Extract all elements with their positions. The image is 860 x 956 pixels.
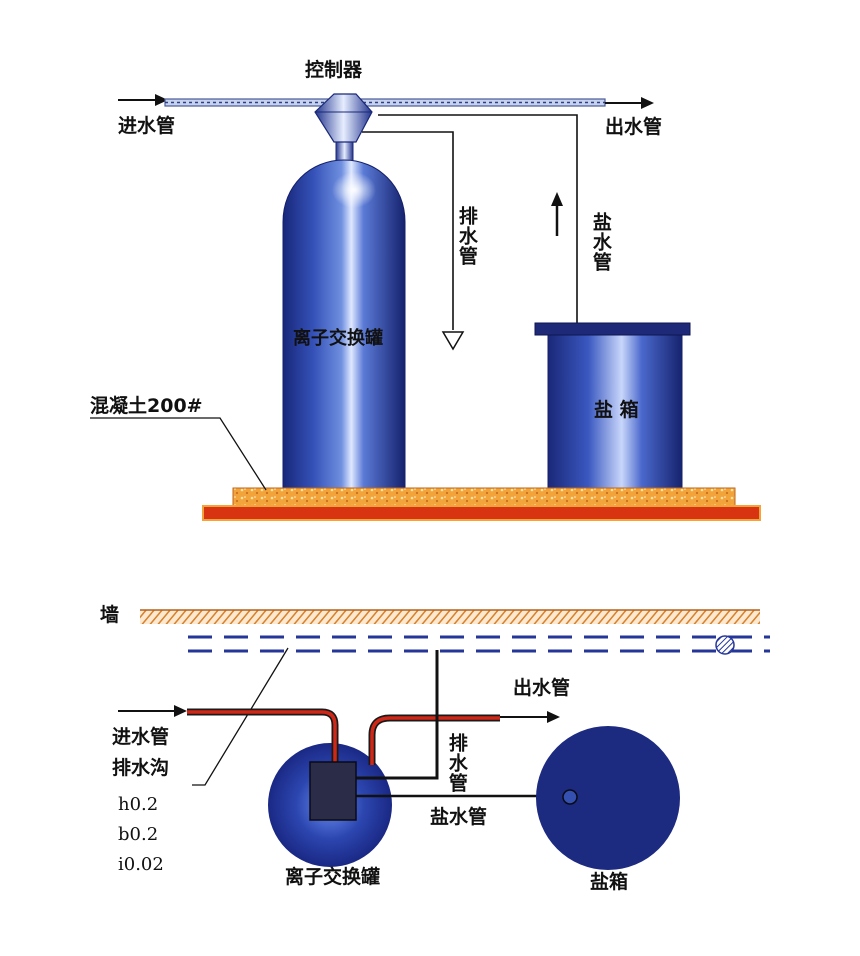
salt-box-label-elevation: 盐 箱 (594, 399, 639, 421)
concrete-foundation (202, 487, 761, 521)
outlet-pipe-plan (368, 714, 500, 765)
drain-label-elevation: 排水管 (455, 206, 478, 266)
ditch-spec-width: b0.2 (118, 824, 159, 845)
salt-box-plan (536, 726, 680, 870)
salt-box-flange (534, 322, 691, 336)
controller-valve (314, 93, 373, 143)
brine-pipe-elevation (378, 114, 578, 323)
outlet-label-plan: 出水管 (513, 677, 571, 699)
ion-exchange-tank-elevation (282, 139, 406, 491)
ditch-label: 排水沟 (112, 757, 170, 779)
outlet-label-elevation: 出水管 (605, 116, 663, 138)
controller-head-plan (309, 761, 357, 821)
foundation-base (202, 505, 761, 521)
drain-pipe-plan (356, 650, 439, 780)
drain-label-plan: 排水管 (445, 733, 468, 793)
wall-label: 墙 (100, 604, 120, 626)
controller-label: 控制器 (305, 59, 363, 81)
salt-box-label-plan: 盐箱 (590, 871, 629, 893)
wall (140, 610, 760, 624)
drainage-ditch (188, 635, 770, 655)
main-water-pipe (164, 98, 606, 107)
ditch-spec-height: h0.2 (118, 794, 159, 815)
drain-outlet-triangle-icon (441, 331, 465, 351)
brine-valve-icon (562, 789, 578, 805)
tank-label-elevation: 离子交换罐 (293, 328, 383, 349)
ditch-spec-slope: i0.02 (118, 854, 164, 875)
inlet-arrow-plan (118, 705, 187, 717)
ditch-leader-line (192, 647, 289, 786)
inlet-label-elevation: 进水管 (118, 115, 176, 137)
foundation-leader-line (90, 417, 267, 491)
foundation-label: 混凝土200# (90, 395, 203, 417)
outlet-arrow-plan (500, 711, 560, 723)
outlet-arrow-elevation (605, 97, 654, 109)
inlet-arrow-elevation (118, 94, 168, 106)
floor-drain-icon (715, 635, 735, 655)
brine-flow-up-arrow-icon (551, 192, 563, 236)
inlet-pipe-plan (187, 708, 339, 765)
tank-label-plan: 离子交换罐 (285, 866, 381, 888)
brine-label-elevation: 盐水管 (589, 212, 612, 272)
brine-label-plan: 盐水管 (430, 806, 488, 828)
salt-box-elevation (534, 322, 691, 491)
drain-pipe-elevation (362, 131, 465, 351)
inlet-label-plan: 进水管 (112, 726, 170, 748)
